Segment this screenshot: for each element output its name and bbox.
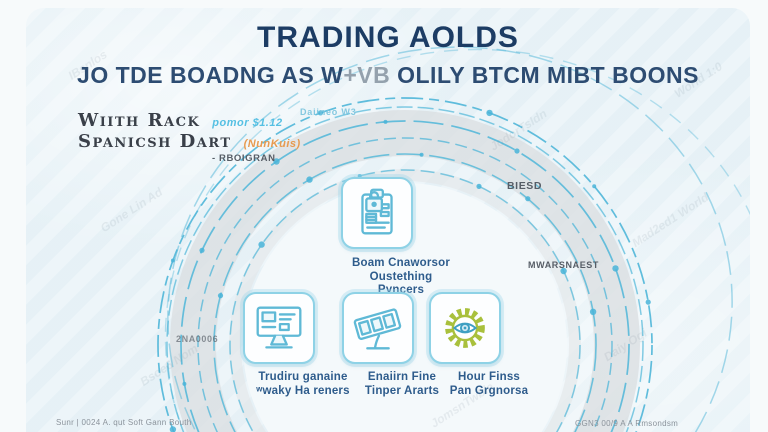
ring-label-right-upper: BIESD (507, 180, 543, 192)
note-line-2: Spanicsh Dart (NunKuis) (78, 131, 301, 152)
subtitle-muted: +VB (343, 62, 391, 88)
note-line2-text: Spanicsh Dart (78, 131, 232, 152)
subtitle-prefix: JO TDE BOADNG AS W (77, 62, 344, 88)
signpost-icon (353, 308, 402, 350)
caption-gear-vision: Hour Finss Pan Grgnorsa (449, 371, 529, 397)
ring-label-left-lower: 2NA0006 (176, 334, 219, 344)
note-line-1: Wiith Rack pomor $1.12 (78, 110, 301, 131)
card-secure-documents (341, 177, 413, 249)
card-trading-monitor (243, 292, 315, 364)
page-subtitle: JO TDE BOADNG AS W+VB OLILY BTCM MIBT BO… (26, 62, 750, 89)
footer-left-text: Sunr | 0024 A. qut Soft Gann Bouth (56, 418, 192, 427)
footer-right-text: GGN3 00/9 A A Rmsondsm (575, 419, 679, 428)
note-line2-annotation: (NunKuis) (243, 138, 301, 150)
caption-sign-alert: Enaiirn Fine Tinper Ararts (364, 371, 440, 397)
monitor-icon (256, 306, 302, 349)
card-gear-vision (429, 292, 501, 364)
caption-secure-documents: Boam Cnaworsor Oustething Pyncers (351, 257, 450, 296)
note-line1-annotation: pomor $1.12 (212, 117, 283, 129)
ring-label-left: - RBOIGRAN (212, 153, 276, 164)
note-line1-text: Wiith Rack (78, 110, 201, 131)
gear-eye-icon (445, 308, 485, 348)
caption-trading-monitor: Trudiru ganaine ʷwaky Ha reners (256, 371, 350, 397)
card-sign-alert (342, 292, 414, 364)
subtitle-suffix: OLILY BTCM MIBT BOONS (390, 62, 699, 88)
ring-label-right-lower: MWARSNAEST (528, 260, 599, 270)
handwritten-note: Wiith Rack pomor $1.12 Spanicsh Dart (Nu… (78, 110, 301, 152)
infographic-panel: TRADING AOLDS JO TDE BOADNG AS W+VB OLIL… (26, 8, 750, 432)
ring-label-top-faint: Daiineo W3 (300, 107, 357, 117)
clipboard-lock-icon (361, 188, 393, 235)
page-title: TRADING AOLDS (257, 21, 519, 54)
